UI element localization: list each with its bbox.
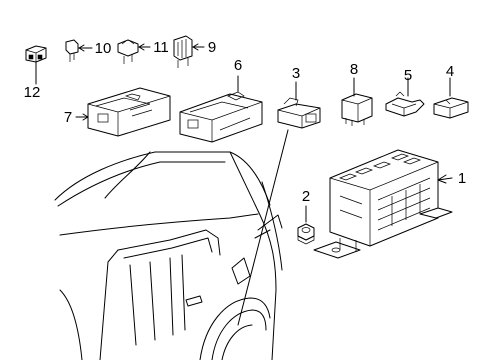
callout-4: 4	[446, 63, 454, 80]
callout-6: 6	[234, 57, 242, 74]
part-2-nut	[297, 205, 315, 245]
callout-1: 1	[458, 170, 466, 187]
callout-10: 10	[95, 40, 112, 57]
part-3-connector	[237, 81, 321, 326]
callout-8: 8	[350, 61, 358, 78]
callout-12: 12	[24, 84, 41, 101]
part-6-module	[179, 75, 263, 143]
callout-5: 5	[404, 67, 412, 84]
part-10-fuse	[65, 39, 93, 62]
part-11-fuse	[117, 39, 151, 64]
callout-9: 9	[208, 39, 216, 56]
callout-7: 7	[64, 109, 72, 126]
part-4-connector	[433, 77, 469, 119]
callout-11: 11	[153, 39, 169, 56]
part-8-relay	[341, 77, 373, 126]
part-5-bracket	[385, 77, 425, 117]
part-12-fuse	[25, 45, 47, 85]
callout-3: 3	[292, 65, 300, 82]
part-7-module	[75, 87, 171, 137]
callout-2: 2	[302, 188, 310, 205]
part-1-fuse-box	[313, 149, 453, 259]
part-9-fuse	[173, 35, 205, 68]
vehicle-outline	[54, 151, 283, 360]
